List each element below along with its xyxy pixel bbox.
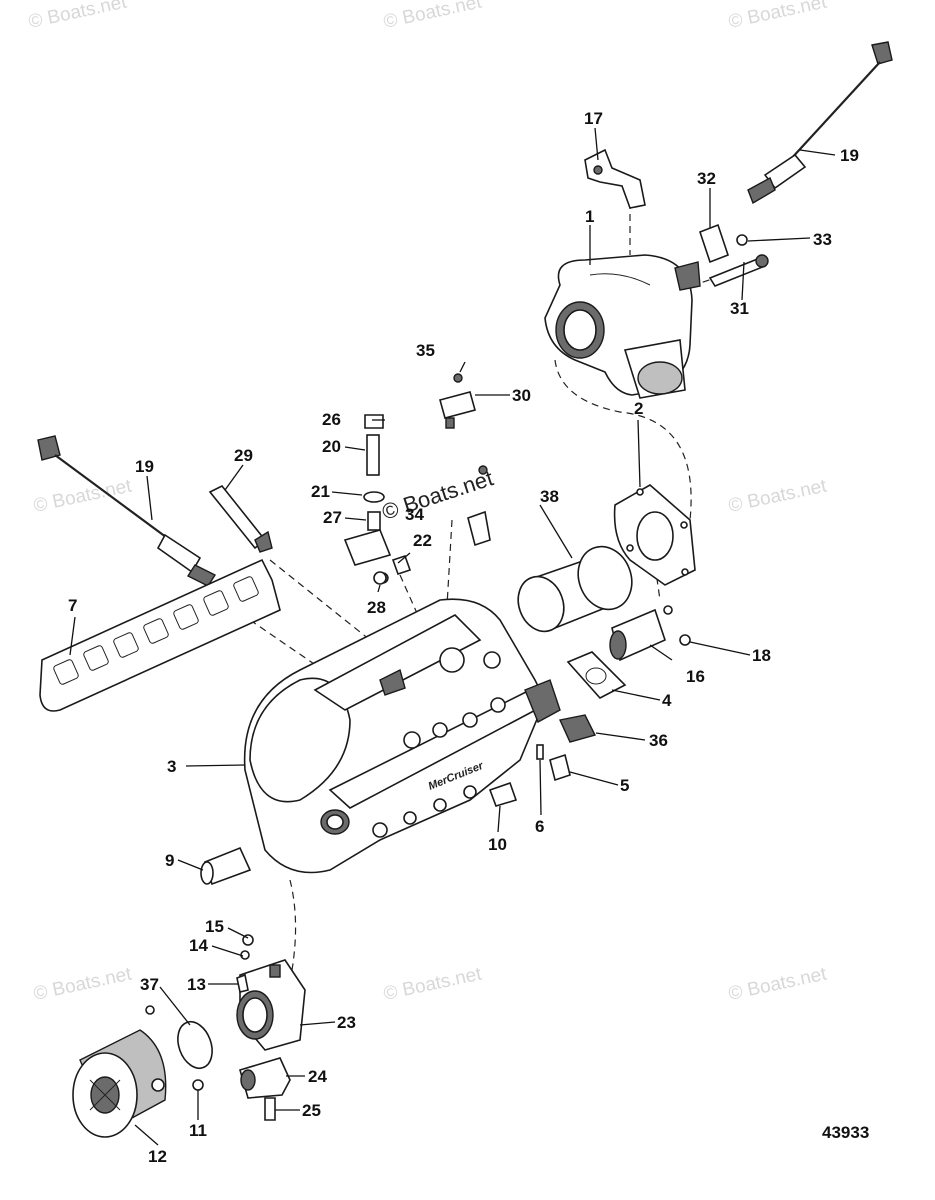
- watermark: © Boats.net: [727, 476, 829, 517]
- callout-4: 4: [662, 691, 672, 710]
- hose-nipple: [200, 846, 252, 886]
- callout-28: 28: [367, 598, 386, 617]
- callout-27: 27: [323, 508, 342, 527]
- callout-6: 6: [535, 817, 544, 836]
- callout-23: 23: [337, 1013, 356, 1032]
- callout-12: 12: [148, 1147, 167, 1166]
- callout-30: 30: [512, 386, 531, 405]
- callout-19-top: 19: [840, 146, 859, 165]
- callout-38: 38: [540, 487, 559, 506]
- callout-7: 7: [68, 596, 77, 615]
- callout-37: 37: [140, 975, 159, 994]
- callout-20: 20: [322, 437, 341, 456]
- throttle-fasteners: [236, 934, 254, 993]
- figure-number: 43933: [822, 1123, 869, 1142]
- tps-and-screw: [239, 1057, 291, 1121]
- callout-22: 22: [413, 531, 432, 550]
- map-sensor: [439, 373, 476, 429]
- callout-35: 35: [416, 341, 435, 360]
- callout-9: 9: [165, 851, 174, 870]
- watermark: © Boats.net: [32, 964, 134, 1005]
- callout-17: 17: [584, 109, 603, 128]
- callout-10: 10: [488, 835, 507, 854]
- callout-5: 5: [620, 776, 629, 795]
- oxygen-sensor-top: [747, 41, 893, 205]
- watermark: © Boats.net: [727, 0, 829, 33]
- watermark: © Boats.net: [32, 476, 134, 517]
- stud-stack: [343, 414, 392, 584]
- watermarks: © Boats.net © Boats.net © Boats.net © Bo…: [27, 0, 829, 1005]
- elbow-gasket: [613, 484, 696, 586]
- callout-1: 1: [585, 207, 594, 226]
- hose-fitting: [467, 465, 491, 547]
- throttle-body: [236, 959, 306, 1051]
- clamp-and-bolt: [699, 223, 769, 287]
- leader-lines: [69, 127, 836, 1146]
- watermark: © Boats.net: [27, 0, 129, 33]
- watermark: © Boats.net: [727, 964, 829, 1005]
- temperature-sensor: [208, 484, 273, 553]
- callout-32: 32: [697, 169, 716, 188]
- callout-3: 3: [167, 757, 176, 776]
- callout-2: 2: [634, 399, 643, 418]
- iac-gasket: [566, 651, 627, 699]
- callout-21: 21: [311, 482, 330, 501]
- flame-arrestor: [72, 1029, 167, 1138]
- callout-19-left: 19: [135, 457, 154, 476]
- small-fittings: [488, 714, 597, 807]
- callout-16: 16: [686, 667, 705, 686]
- fasteners-22-28: [373, 554, 412, 585]
- callout-13: 13: [187, 975, 206, 994]
- callout-18: 18: [752, 646, 771, 665]
- exhaust-elbow: [544, 254, 701, 399]
- callout-14: 14: [189, 936, 208, 955]
- callouts: 17 1 32 19 33 31 35 30 26 20 21 27 34 22…: [68, 109, 869, 1166]
- watermark: © Boats.net: [382, 0, 484, 33]
- callout-26: 26: [322, 410, 341, 429]
- bracket: [584, 148, 646, 209]
- watermark: © Boats.net: [382, 964, 484, 1005]
- callout-15: 15: [205, 917, 224, 936]
- intake-manifold: MerCruiser: [243, 598, 561, 874]
- oxygen-sensor-left: [37, 435, 217, 587]
- manifold-gasket: [39, 558, 281, 712]
- callout-31: 31: [730, 299, 749, 318]
- callout-34: 34: [405, 505, 424, 524]
- callout-29: 29: [234, 446, 253, 465]
- exhaust-sleeve: [517, 545, 633, 633]
- callout-33: 33: [813, 230, 832, 249]
- callout-11: 11: [189, 1121, 207, 1140]
- callout-25: 25: [302, 1101, 321, 1120]
- clamp-37: [145, 1005, 213, 1091]
- idle-air-control: [609, 605, 691, 662]
- callout-36: 36: [649, 731, 668, 750]
- callout-24: 24: [308, 1067, 327, 1086]
